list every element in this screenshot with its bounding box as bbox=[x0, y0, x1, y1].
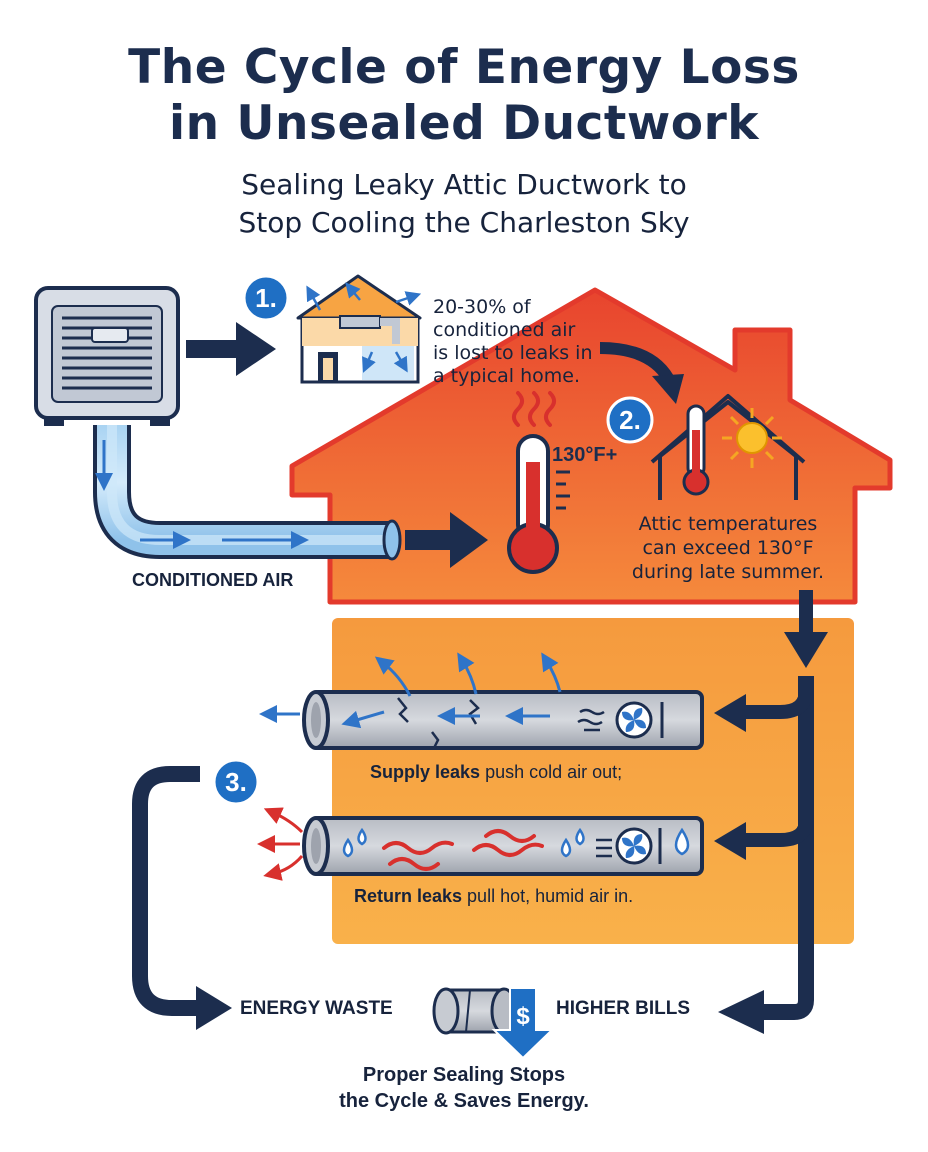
return-leak-caption-bold: Return leaks bbox=[354, 886, 463, 906]
heat-waves-icon bbox=[512, 391, 556, 427]
step-2-line-1: Attic temperatures bbox=[638, 513, 818, 535]
conditioned-air-label: CONDITIONED AIR bbox=[132, 570, 294, 590]
return-leak-caption-rest: pull hot, humid air in. bbox=[462, 886, 634, 906]
step-2-badge: 2. bbox=[606, 396, 654, 444]
fan-icon bbox=[615, 827, 662, 865]
step-2-line-2: can exceed 130°F bbox=[642, 537, 814, 559]
arrow-pipe-to-attic bbox=[405, 512, 488, 568]
supply-duct bbox=[259, 652, 704, 750]
step-2-description: Attic temperatures can exceed 130°F duri… bbox=[618, 512, 838, 584]
attic-house bbox=[289, 287, 893, 605]
arrow-step1-to-step2 bbox=[599, 342, 674, 382]
fan-icon bbox=[615, 701, 664, 739]
step-1-description: 20-30% of conditioned air is lost to lea… bbox=[433, 296, 593, 388]
footer-message: Proper Sealing Stops the Cycle & Saves E… bbox=[0, 1062, 928, 1114]
page-subtitle-line-2: Stop Cooling the Charleston Sky bbox=[238, 206, 690, 239]
attic-sun-icon bbox=[650, 394, 806, 500]
dollar-icon: $ bbox=[491, 987, 555, 1060]
return-leak-caption: Return leaks pull hot, humid air in. bbox=[354, 886, 633, 907]
step-3-number: 3. bbox=[225, 767, 247, 797]
page-subtitle-line-1: Sealing Leaky Attic Ductwork to bbox=[241, 168, 687, 201]
step-3-badge: 3. bbox=[212, 758, 260, 806]
page-title-line-1: The Cycle of Energy Loss bbox=[128, 40, 800, 95]
water-drop-icon bbox=[342, 827, 690, 858]
step-2-number: 2. bbox=[619, 405, 641, 435]
attic-temp-label: 130°F+ bbox=[552, 444, 617, 466]
dollar-sign: $ bbox=[516, 1003, 530, 1030]
arrow-ac-to-step1 bbox=[186, 322, 276, 376]
duct-roll-icon bbox=[432, 987, 518, 1035]
supply-leak-caption: Supply leaks push cold air out; bbox=[370, 762, 622, 783]
step-1-line-3: is lost to leaks in bbox=[433, 342, 593, 364]
return-duct bbox=[257, 807, 704, 881]
house-leak-icon bbox=[296, 274, 422, 384]
step-1-line-2: conditioned air bbox=[433, 319, 576, 341]
step-2-line-3: during late summer. bbox=[631, 561, 825, 583]
thermometer-icon bbox=[507, 434, 570, 574]
page-title-line-2: in Unsealed Ductwork bbox=[168, 96, 760, 151]
arrow-step1-to-step2-head bbox=[652, 374, 684, 404]
conditioned-air-pipe bbox=[93, 425, 402, 561]
step-1-number: 1. bbox=[255, 283, 277, 313]
footer-line-2: the Cycle & Saves Energy. bbox=[339, 1090, 589, 1112]
supply-leak-caption-rest: push cold air out; bbox=[480, 762, 623, 782]
ac-unit-icon bbox=[34, 286, 180, 426]
supply-leak-caption-bold: Supply leaks bbox=[370, 762, 481, 782]
flow-arrow-left-loop bbox=[132, 766, 232, 1030]
step-1-badge: 1. bbox=[242, 274, 290, 322]
footer-line-1: Proper Sealing Stops bbox=[362, 1064, 566, 1086]
step-1-line-1: 20-30% of bbox=[433, 296, 531, 318]
flow-arrows-right bbox=[714, 590, 828, 1034]
higher-bills-label: HIGHER BILLS bbox=[556, 998, 691, 1019]
energy-waste-label: ENERGY WASTE bbox=[240, 998, 393, 1019]
step-1-line-4: a typical home. bbox=[433, 365, 581, 387]
